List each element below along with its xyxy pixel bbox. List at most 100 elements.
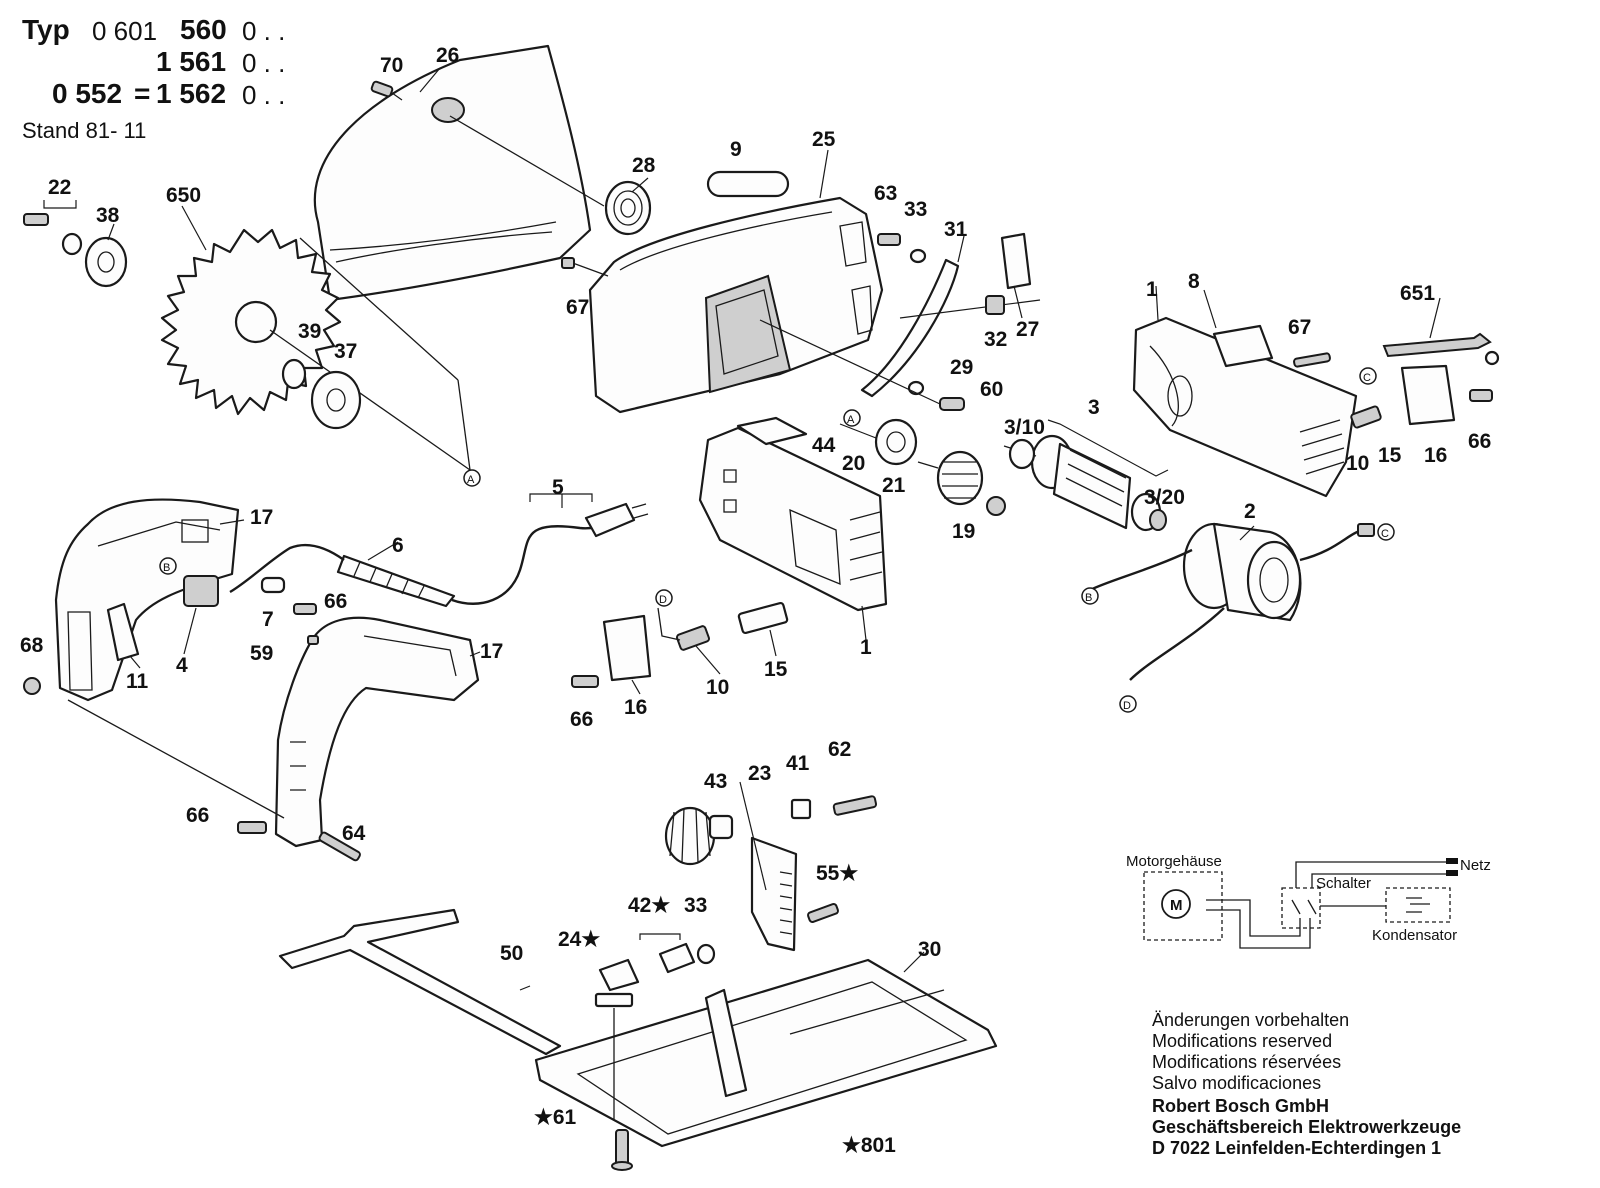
nut-32 <box>985 295 1005 315</box>
callout-17-bottom: 17 <box>480 640 503 663</box>
callout-42: 42★ <box>628 894 670 917</box>
callout-16-center: 16 <box>624 696 647 719</box>
screw-22 <box>23 213 49 226</box>
marker-d-1: D <box>655 589 673 607</box>
stator-wire-c <box>1299 528 1367 562</box>
svg-text:B: B <box>163 562 170 574</box>
plug-5 <box>584 502 636 538</box>
callout-33-top: 33 <box>904 198 927 221</box>
label-netz: Netz <box>1460 857 1491 874</box>
svg-text:A: A <box>467 474 475 486</box>
callout-17-top: 17 <box>250 506 273 529</box>
washer-39 <box>281 358 307 390</box>
callout-4: 4 <box>176 654 188 677</box>
nut-68 <box>23 677 41 695</box>
callout-26: 26 <box>436 44 459 67</box>
bearing-20 <box>874 418 918 466</box>
armature-part <box>1003 434 1167 532</box>
company-info: Robert Bosch GmbH Geschäftsbereich Elekt… <box>1152 1096 1461 1159</box>
callout-7: 7 <box>262 608 274 631</box>
callout-2: 2 <box>1244 500 1256 523</box>
switch-4 <box>183 575 219 607</box>
hex-key-651 <box>1382 332 1492 358</box>
screw-63 <box>877 233 901 246</box>
terminal-c <box>1357 523 1375 537</box>
clamp-27 <box>1000 232 1032 290</box>
stator-wire-b <box>1089 548 1193 592</box>
callout-30: 30 <box>918 938 941 961</box>
stator-part <box>1182 522 1302 622</box>
callout-38: 38 <box>96 204 120 227</box>
screw-62 <box>832 795 878 816</box>
type-label: Typ <box>22 14 70 45</box>
screw-60 <box>939 397 965 411</box>
svg-text:M: M <box>1170 897 1183 914</box>
callout-10-right: 10 <box>1346 452 1369 475</box>
callout-23: 23 <box>748 762 771 785</box>
marker-d-2: D <box>1119 695 1137 713</box>
callout-1-right: 1 <box>1146 278 1158 301</box>
callout-28: 28 <box>632 154 656 177</box>
callout-68: 68 <box>20 634 44 657</box>
note-fr: Modifications réservées <box>1152 1052 1342 1072</box>
housing-cover-part <box>588 196 884 414</box>
clamp-knob-43 <box>664 806 734 866</box>
callout-66-clamp: 66 <box>324 590 347 613</box>
screw-55 <box>807 903 839 923</box>
screw-59 <box>307 635 319 645</box>
callout-19: 19 <box>952 520 975 543</box>
label-8 <box>1212 324 1274 368</box>
callout-67-right: 67 <box>1288 316 1311 339</box>
cover-16-right <box>1400 364 1456 426</box>
base-plate-30 <box>534 958 998 1148</box>
label-plate-9 <box>706 170 790 198</box>
type-number-prefix: 0 601 <box>92 16 158 46</box>
motor-housing <box>1132 316 1358 498</box>
callout-32: 32 <box>984 328 1007 351</box>
company-name: Robert Bosch GmbH <box>1152 1096 1330 1116</box>
callout-3-10: 3/10 <box>1004 416 1045 439</box>
callout-8: 8 <box>1188 270 1200 293</box>
marker-a-1: A <box>463 469 481 487</box>
callout-20: 20 <box>842 452 865 475</box>
callout-66-handle: 66 <box>186 804 209 827</box>
washer-33-base <box>696 943 716 965</box>
marker-a-2: A <box>843 409 861 427</box>
cover-16-center <box>602 614 652 682</box>
screw-64 <box>318 831 361 862</box>
callout-9: 9 <box>730 138 742 161</box>
flange-37 <box>310 370 362 430</box>
type-number-suffix-1: 0 . . <box>242 16 286 46</box>
screw-66-right <box>1469 389 1493 402</box>
plate-41 <box>790 798 812 820</box>
svg-text:C: C <box>1381 528 1389 540</box>
washer-22 <box>61 232 83 256</box>
marker-b-2: B <box>1081 587 1099 605</box>
callout-3-20: 3/20 <box>1144 486 1185 509</box>
depth-scale-23 <box>750 836 798 952</box>
flange-38 <box>84 236 128 288</box>
callout-22: 22 <box>48 176 71 199</box>
svg-text:B: B <box>1085 592 1092 604</box>
callout-41: 41 <box>786 752 810 775</box>
callout-50: 50 <box>500 942 523 965</box>
callout-10-center: 10 <box>706 676 729 699</box>
spring-part <box>449 115 652 236</box>
marker-c-2: C <box>1377 523 1395 541</box>
marker-b-1: B <box>159 557 177 575</box>
note-en: Modifications reserved <box>1152 1031 1333 1051</box>
callout-55: 55★ <box>816 862 858 885</box>
cord-sleeve-6 <box>336 554 456 608</box>
screw-66-clamp <box>293 603 317 615</box>
callout-16-right: 16 <box>1424 444 1447 467</box>
note-de: Änderungen vorbehalten <box>1152 1010 1350 1030</box>
type-number-0552: 0 552 <box>52 78 123 109</box>
gear-21 <box>917 450 984 506</box>
callout-66-center: 66 <box>570 708 593 731</box>
screw-61 <box>615 1129 629 1167</box>
callout-21: 21 <box>882 474 906 497</box>
svg-text:D: D <box>659 594 667 606</box>
callout-59: 59 <box>250 642 273 665</box>
type-number-560: 560 <box>180 14 227 45</box>
